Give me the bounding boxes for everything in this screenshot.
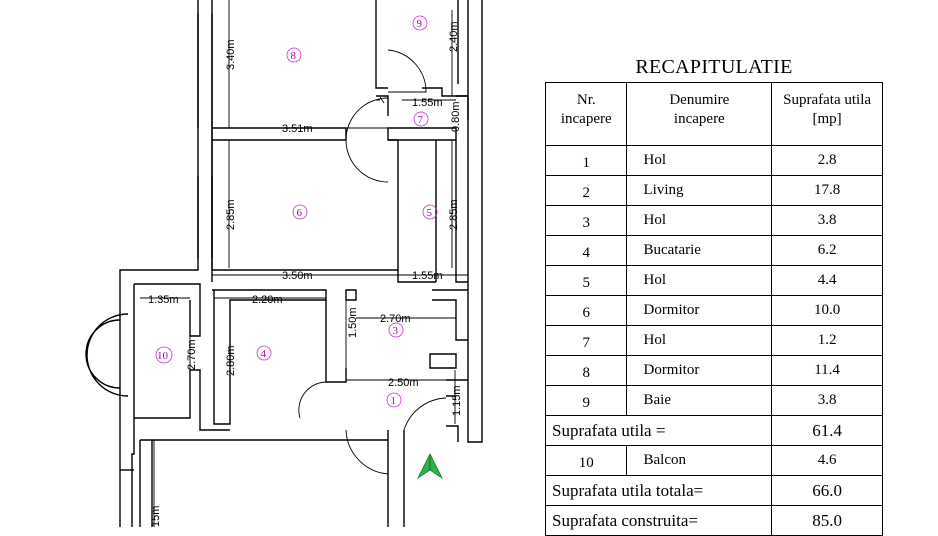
dim-label: 2.85m bbox=[448, 199, 460, 230]
balcon-nr: 10 bbox=[578, 455, 594, 471]
row-name: Bucatarie bbox=[626, 235, 773, 266]
row-nr: 7 bbox=[582, 335, 590, 351]
row-name: Dormitor bbox=[626, 355, 773, 386]
row-area: 17.8 bbox=[771, 175, 883, 206]
row-area: 3.8 bbox=[771, 205, 883, 236]
dim-label: 1.55m bbox=[412, 270, 443, 282]
door-swings bbox=[298, 49, 447, 475]
row-nr: 1 bbox=[582, 155, 590, 171]
recap-title: RECAPITULATIE bbox=[635, 56, 793, 78]
row-area: 10.0 bbox=[771, 295, 883, 326]
dim-label: 2.20m bbox=[252, 294, 283, 306]
row-nr: 6 bbox=[582, 305, 590, 321]
row-nr: 5 bbox=[582, 275, 590, 291]
room-id: 4 bbox=[261, 348, 267, 360]
suprafata-totala-row: Suprafata utila totala= 66.0 bbox=[544, 475, 883, 506]
header-nr: Nr.incapere bbox=[544, 82, 628, 146]
row-name: Baie bbox=[626, 385, 773, 416]
suprafata-utila-row: Suprafata utila = 61.4 bbox=[544, 415, 883, 446]
row-area: 1.2 bbox=[771, 325, 883, 356]
row-name: Hol bbox=[626, 145, 773, 176]
room-id: 6 bbox=[297, 207, 303, 219]
suprafata-construita-row: Suprafata construita= 85.0 bbox=[544, 505, 883, 536]
row-name: Living bbox=[626, 175, 773, 206]
balcon-row: 10 Balcon 4.6 bbox=[544, 445, 883, 476]
dimension-labels: 3.40m 2.40m 1.55m 0.80m 3.51m 2.85m 2.85… bbox=[148, 21, 463, 527]
row-nr: 9 bbox=[582, 395, 590, 411]
dim-label: 3.40m bbox=[225, 39, 237, 70]
room-ids: 8 9 7 6 5 3 10 4 1 bbox=[155, 15, 438, 408]
room-id: 8 bbox=[291, 50, 297, 62]
row-area: 2.8 bbox=[771, 145, 883, 176]
room-id: 5 bbox=[427, 207, 433, 219]
row-name: Hol bbox=[626, 265, 773, 296]
balcony-arc bbox=[85, 313, 129, 397]
row-nr: 4 bbox=[582, 245, 590, 261]
dim-label: 2.70m bbox=[186, 339, 198, 370]
dim-label: 2.40m bbox=[448, 21, 460, 52]
dim-label: 3.51m bbox=[282, 123, 313, 135]
dim-label: 1.50m bbox=[347, 307, 359, 338]
plan-walls bbox=[119, 0, 483, 527]
room-id: 9 bbox=[417, 18, 423, 30]
floor-plan: 3.40m 2.40m 1.55m 0.80m 3.51m 2.85m 2.85… bbox=[85, 0, 483, 527]
dim-label: 15m bbox=[150, 506, 162, 527]
dim-label: 1.15m bbox=[451, 385, 463, 416]
suprafata-totala-value: 66.0 bbox=[771, 475, 883, 506]
dim-label: 0.80m bbox=[450, 101, 462, 132]
dim-label: 3.50m bbox=[282, 270, 313, 282]
room-id: 3 bbox=[393, 325, 399, 337]
suprafata-utila-label: Suprafata utila = bbox=[544, 415, 773, 446]
dim-label: 1.35m bbox=[148, 294, 179, 306]
row-name: Dormitor bbox=[626, 295, 773, 326]
suprafata-construita-label: Suprafata construita= bbox=[544, 505, 773, 536]
dim-label: 2.50m bbox=[388, 377, 419, 389]
dim-label: 2.85m bbox=[225, 199, 237, 230]
row-nr: 2 bbox=[582, 185, 590, 201]
row-area: 3.8 bbox=[771, 385, 883, 416]
suprafata-construita-value: 85.0 bbox=[771, 505, 883, 536]
row-name: Hol bbox=[626, 325, 773, 356]
row-name: Hol bbox=[626, 205, 773, 236]
north-arrow bbox=[416, 453, 444, 480]
room-id: 7 bbox=[418, 114, 424, 126]
dimension-lines bbox=[140, 0, 468, 527]
suprafata-totala-label: Suprafata utila totala= bbox=[544, 475, 773, 506]
room-id: 10 bbox=[157, 350, 169, 362]
row-area: 4.4 bbox=[771, 265, 883, 296]
suprafata-utila-value: 61.4 bbox=[771, 415, 883, 446]
dim-label: 1.55m bbox=[412, 97, 443, 109]
balcon-name: Balcon bbox=[626, 445, 773, 476]
balcon-area: 4.6 bbox=[771, 445, 883, 476]
room-id: 1 bbox=[391, 395, 397, 407]
row-nr: 3 bbox=[582, 215, 590, 231]
dim-label: 2.80m bbox=[225, 345, 237, 376]
header-suprafata: Suprafata utila[mp] bbox=[771, 82, 883, 146]
row-area: 6.2 bbox=[771, 235, 883, 266]
dim-label: 2.70m bbox=[380, 313, 411, 325]
row-area: 11.4 bbox=[771, 355, 883, 386]
row-nr: 8 bbox=[582, 365, 590, 381]
